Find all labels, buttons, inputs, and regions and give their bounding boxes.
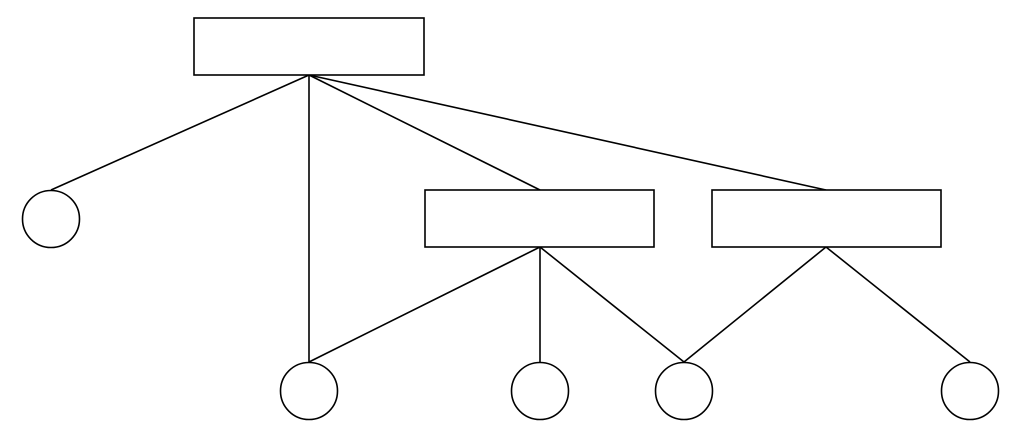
root-node [193,17,425,76]
edge-root-box3 [308,74,827,191]
edge-box2-leaf2 [308,246,541,363]
edge-box3-leaf5 [825,246,971,363]
edge-root-leaf1 [50,74,310,191]
leaf-node-3 [510,361,570,421]
nodes [21,17,1000,421]
box-node-3 [711,189,942,248]
edge-root-box2 [308,74,541,191]
edge-box3-leaf4 [683,246,827,363]
leaf-node-1 [21,189,81,249]
edges [50,74,971,363]
edge-box2-leaf4 [539,246,685,363]
box-node-2 [424,189,655,248]
leaf-node-4 [654,361,714,421]
leaf-node-5 [940,361,1000,421]
leaf-node-2 [279,361,339,421]
